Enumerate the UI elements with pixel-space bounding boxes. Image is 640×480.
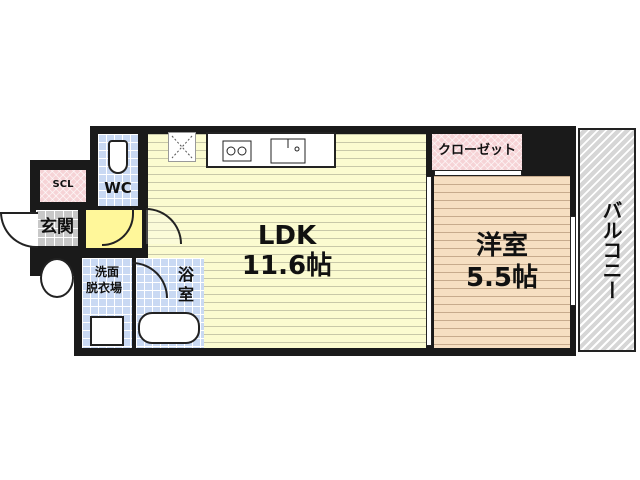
room-genkan: 玄関 xyxy=(36,210,78,246)
wc-label: WC xyxy=(104,179,132,197)
bedroom-size: 5.5帖 xyxy=(465,263,539,293)
bedroom-label: 洋室 xyxy=(475,231,528,261)
toilet-icon xyxy=(108,140,128,174)
genkan-label: 玄関 xyxy=(40,217,74,237)
stove-burner-icon xyxy=(222,140,252,162)
washing-machine-pan-icon xyxy=(90,316,124,346)
kitchen-ventilation xyxy=(168,132,196,162)
room-scl: SCL xyxy=(40,170,86,202)
ventilation-x-icon xyxy=(171,135,193,159)
scl-label: SCL xyxy=(52,179,74,190)
room-bedroom: 洋室 5.5帖 xyxy=(434,176,570,348)
room-wc: WC xyxy=(98,134,138,206)
balcony-label: バルコニー xyxy=(599,200,623,300)
kitchen-sink-icon xyxy=(270,138,306,164)
room-washroom: 洗面 脱衣場 xyxy=(82,258,132,348)
room-closet: クローゼット xyxy=(432,134,522,170)
balcony: バルコニー xyxy=(578,128,636,352)
sliding-partition[interactable] xyxy=(426,176,432,346)
balcony-window[interactable] xyxy=(570,216,576,306)
bathtub-icon xyxy=(138,312,200,344)
washroom-label-line2: 脱衣場 xyxy=(85,281,122,295)
ldk-label: LDK xyxy=(257,221,317,251)
kitchen-counter xyxy=(206,132,336,168)
bath-label-line1: 浴 xyxy=(177,265,194,284)
bath-label-line2: 室 xyxy=(177,285,194,304)
closet-door[interactable] xyxy=(434,170,522,176)
washroom-label-line1: 洗面 xyxy=(94,265,119,279)
entry-door[interactable] xyxy=(0,212,38,248)
ldk-size: 11.6帖 xyxy=(241,251,333,281)
washbasin-icon xyxy=(40,258,74,298)
closet-label: クローゼット xyxy=(437,143,516,158)
